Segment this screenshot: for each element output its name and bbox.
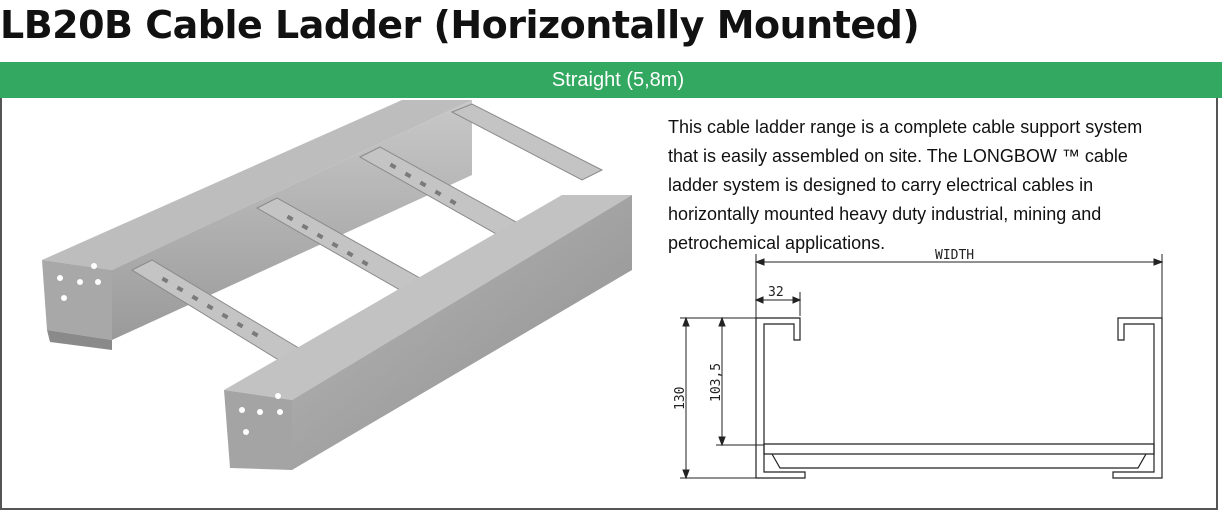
width-label: WIDTH: [935, 248, 974, 263]
cross-section-drawing: WIDTH 32 130 103,5: [673, 248, 1164, 480]
page-title: LB20B Cable Ladder (Horizontally Mounted…: [0, 3, 920, 47]
cable-ladder-photo: [42, 100, 632, 470]
inner-height-label: 103,5: [709, 363, 724, 402]
section-band: Straight (5,8m): [0, 62, 1222, 98]
rung-slots: [161, 162, 457, 338]
ladder-profile: [755, 317, 1163, 479]
product-description: This cable ladder range is a complete ca…: [668, 117, 1143, 253]
width-dimension: [754, 254, 1164, 320]
content-panel: [0, 98, 1218, 510]
total-height-label: 130: [673, 387, 688, 410]
flange-label: 32: [768, 285, 784, 300]
near-rail: [224, 195, 632, 470]
ladder-rungs: [130, 103, 604, 363]
flange-dimension: [754, 292, 802, 316]
section-band-label: Straight (5,8m): [551, 69, 685, 91]
